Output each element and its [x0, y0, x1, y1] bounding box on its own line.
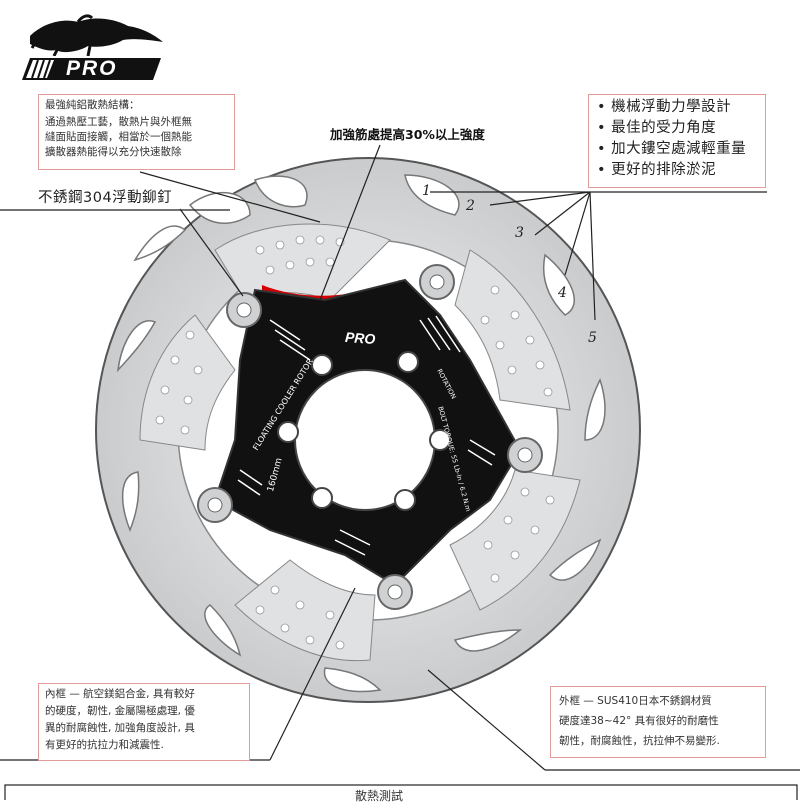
spider-stripes: [237, 315, 496, 556]
note-line: 內框 — 航空鎂鋁合金, 具有較好: [45, 688, 195, 700]
outer-frame-note: 外框 — SUS410日本不銹鋼材質 硬度達38~42° 具有很好的耐磨性 韌性…: [550, 686, 766, 758]
callout-number-4: 4: [558, 285, 567, 301]
bolt-holes: [277, 351, 451, 511]
feature-item: • 加大鏤空處減輕重量: [597, 141, 747, 157]
rib-strength-label: 加強筋處提高30%以上強度: [330, 127, 485, 142]
note-line: 最強純鋁散熱結構：: [45, 99, 140, 111]
note-line: 縫面貼面接觸，相當於一個熱能: [45, 131, 192, 143]
callout-number-5: 5: [588, 330, 597, 346]
feature-item: • 機械浮動力學設計: [597, 99, 732, 115]
logo-text: PRO: [66, 57, 118, 80]
callout-number-3: 3: [515, 225, 524, 241]
note-line: 有更好的抗拉力和減震性.: [45, 739, 164, 751]
brand-logo: PRO: [18, 8, 168, 83]
note-line: 擴散器熱能得以充分快速散除: [45, 146, 182, 158]
bottom-heading-frame: [4, 784, 798, 800]
aluminum-structure-note: 最強純鋁散熱結構： 通過熱壓工藝，散熱片與外框無 縫面貼面接觸，相當於一個熱能 …: [38, 94, 235, 170]
design-features-note: • 機械浮動力學設計 • 最佳的受力角度 • 加大鏤空處減輕重量 • 更好的排除…: [588, 94, 766, 188]
note-line: 的硬度，韌性, 金屬陽極處理, 優: [45, 705, 195, 717]
holes: [155, 235, 555, 650]
note-line: 通過熱壓工藝，散熱片與外框無: [45, 116, 192, 128]
note-line: 外框 — SUS410日本不銹鋼材質: [559, 695, 712, 707]
note-line: 韌性，耐腐蝕性，抗拉伸不易變形.: [559, 735, 720, 747]
panther-logo-icon: [30, 14, 163, 57]
rivet-label: 不銹鋼304浮動鉚釘: [38, 190, 173, 206]
perforated-pads: [139, 223, 581, 662]
rotor-brand-print: PRO: [344, 328, 376, 348]
note-line: 硬度達38~42° 具有很好的耐磨性: [559, 715, 719, 727]
feature-item: • 最佳的受力角度: [597, 120, 717, 136]
note-line: 異的耐腐蝕性, 加強角度設計, 具: [45, 722, 195, 734]
rivets: [197, 264, 543, 610]
callout-number-2: 2: [466, 198, 475, 214]
heat-test-heading: 散熱測試: [355, 789, 404, 803]
feature-item: • 更好的排除淤泥: [597, 162, 717, 178]
inner-frame-note: 內框 — 航空鎂鋁合金, 具有較好 的硬度，韌性, 金屬陽極處理, 優 異的耐腐…: [38, 683, 250, 761]
callout-number-1: 1: [422, 183, 431, 199]
rotor-cutouts: [116, 174, 606, 693]
